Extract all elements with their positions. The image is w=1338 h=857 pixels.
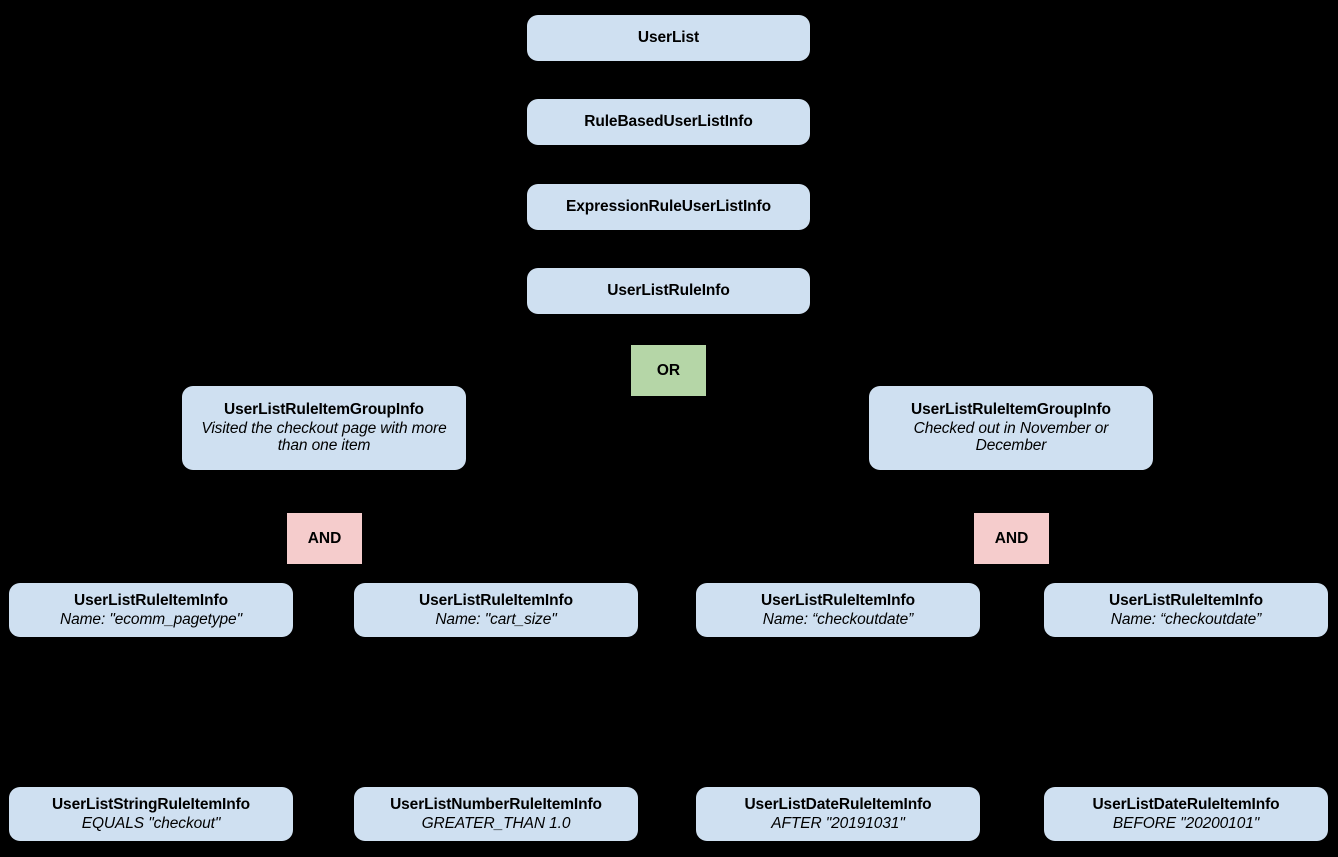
node-rule-based-user-list-info[interactable]: RuleBasedUserListInfo: [527, 99, 810, 145]
edge-and-right-to-item-before: [1035, 562, 1187, 584]
node-group-left[interactable]: UserListRuleItemGroupInfo Visited the ch…: [182, 386, 466, 470]
operator-label: AND: [307, 529, 342, 547]
node-title: UserListRuleItemInfo: [1109, 591, 1263, 609]
node-subtitle: Name: "cart_size": [435, 610, 557, 628]
node-subtitle: EQUALS "checkout": [81, 814, 221, 832]
node-item-ecomm-pagetype[interactable]: UserListRuleItemInfo Name: "ecomm_pagety…: [9, 583, 293, 637]
node-user-list[interactable]: UserList: [527, 15, 810, 61]
node-user-list-rule-info[interactable]: UserListRuleInfo: [527, 268, 810, 314]
node-title: UserListRuleInfo: [607, 282, 730, 300]
node-and-left[interactable]: AND: [287, 513, 362, 564]
node-subtitle: BEFORE "20200101": [1112, 814, 1260, 832]
edge-and-right-to-item-after: [837, 562, 989, 584]
node-title: ExpressionRuleUserListInfo: [566, 198, 771, 216]
node-title: UserList: [637, 29, 700, 47]
node-expression-rule-user-list-info[interactable]: ExpressionRuleUserListInfo: [527, 184, 810, 230]
node-title: UserListDateRuleItemInfo: [1092, 795, 1280, 813]
node-item-cart-size[interactable]: UserListRuleItemInfo Name: "cart_size": [354, 583, 638, 637]
node-subtitle: Name: "ecomm_pagetype": [60, 610, 242, 628]
operator-label: AND: [994, 529, 1029, 547]
edge-and-left-to-item-ecomm: [150, 562, 301, 584]
node-subtitle: Checked out in November or December: [913, 419, 1109, 455]
operator-label: OR: [656, 361, 681, 379]
node-title: UserListRuleItemInfo: [419, 591, 573, 609]
node-title: UserListRuleItemGroupInfo: [224, 400, 424, 418]
node-title: UserListRuleItemInfo: [761, 591, 915, 609]
node-title: UserListDateRuleItemInfo: [744, 795, 932, 813]
node-or-operator[interactable]: OR: [631, 345, 706, 396]
node-title: UserListRuleItemInfo: [74, 591, 228, 609]
node-and-right[interactable]: AND: [974, 513, 1049, 564]
node-string-rule-item-info[interactable]: UserListStringRuleItemInfo EQUALS "check…: [9, 787, 293, 841]
node-date-rule-item-info-after[interactable]: UserListDateRuleItemInfo AFTER "20191031…: [696, 787, 980, 841]
node-title: UserListRuleItemGroupInfo: [911, 400, 1111, 418]
node-subtitle: Name: “checkoutdate”: [762, 610, 914, 628]
node-subtitle: Name: “checkoutdate”: [1110, 610, 1262, 628]
node-item-checkoutdate-before[interactable]: UserListRuleItemInfo Name: “checkoutdate…: [1044, 583, 1328, 637]
node-subtitle: Visited the checkout page with more than…: [201, 419, 447, 455]
node-item-checkoutdate-after[interactable]: UserListRuleItemInfo Name: “checkoutdate…: [696, 583, 980, 637]
node-group-right[interactable]: UserListRuleItemGroupInfo Checked out in…: [869, 386, 1153, 470]
node-title: UserListStringRuleItemInfo: [51, 795, 251, 813]
node-title: RuleBasedUserListInfo: [584, 113, 753, 131]
node-number-rule-item-info[interactable]: UserListNumberRuleItemInfo GREATER_THAN …: [354, 787, 638, 841]
node-title: UserListNumberRuleItemInfo: [390, 795, 602, 813]
edge-and-left-to-item-cart: [348, 562, 497, 584]
node-subtitle: GREATER_THAN 1.0: [421, 814, 571, 832]
node-subtitle: AFTER "20191031": [771, 814, 905, 832]
node-date-rule-item-info-before[interactable]: UserListDateRuleItemInfo BEFORE "2020010…: [1044, 787, 1328, 841]
